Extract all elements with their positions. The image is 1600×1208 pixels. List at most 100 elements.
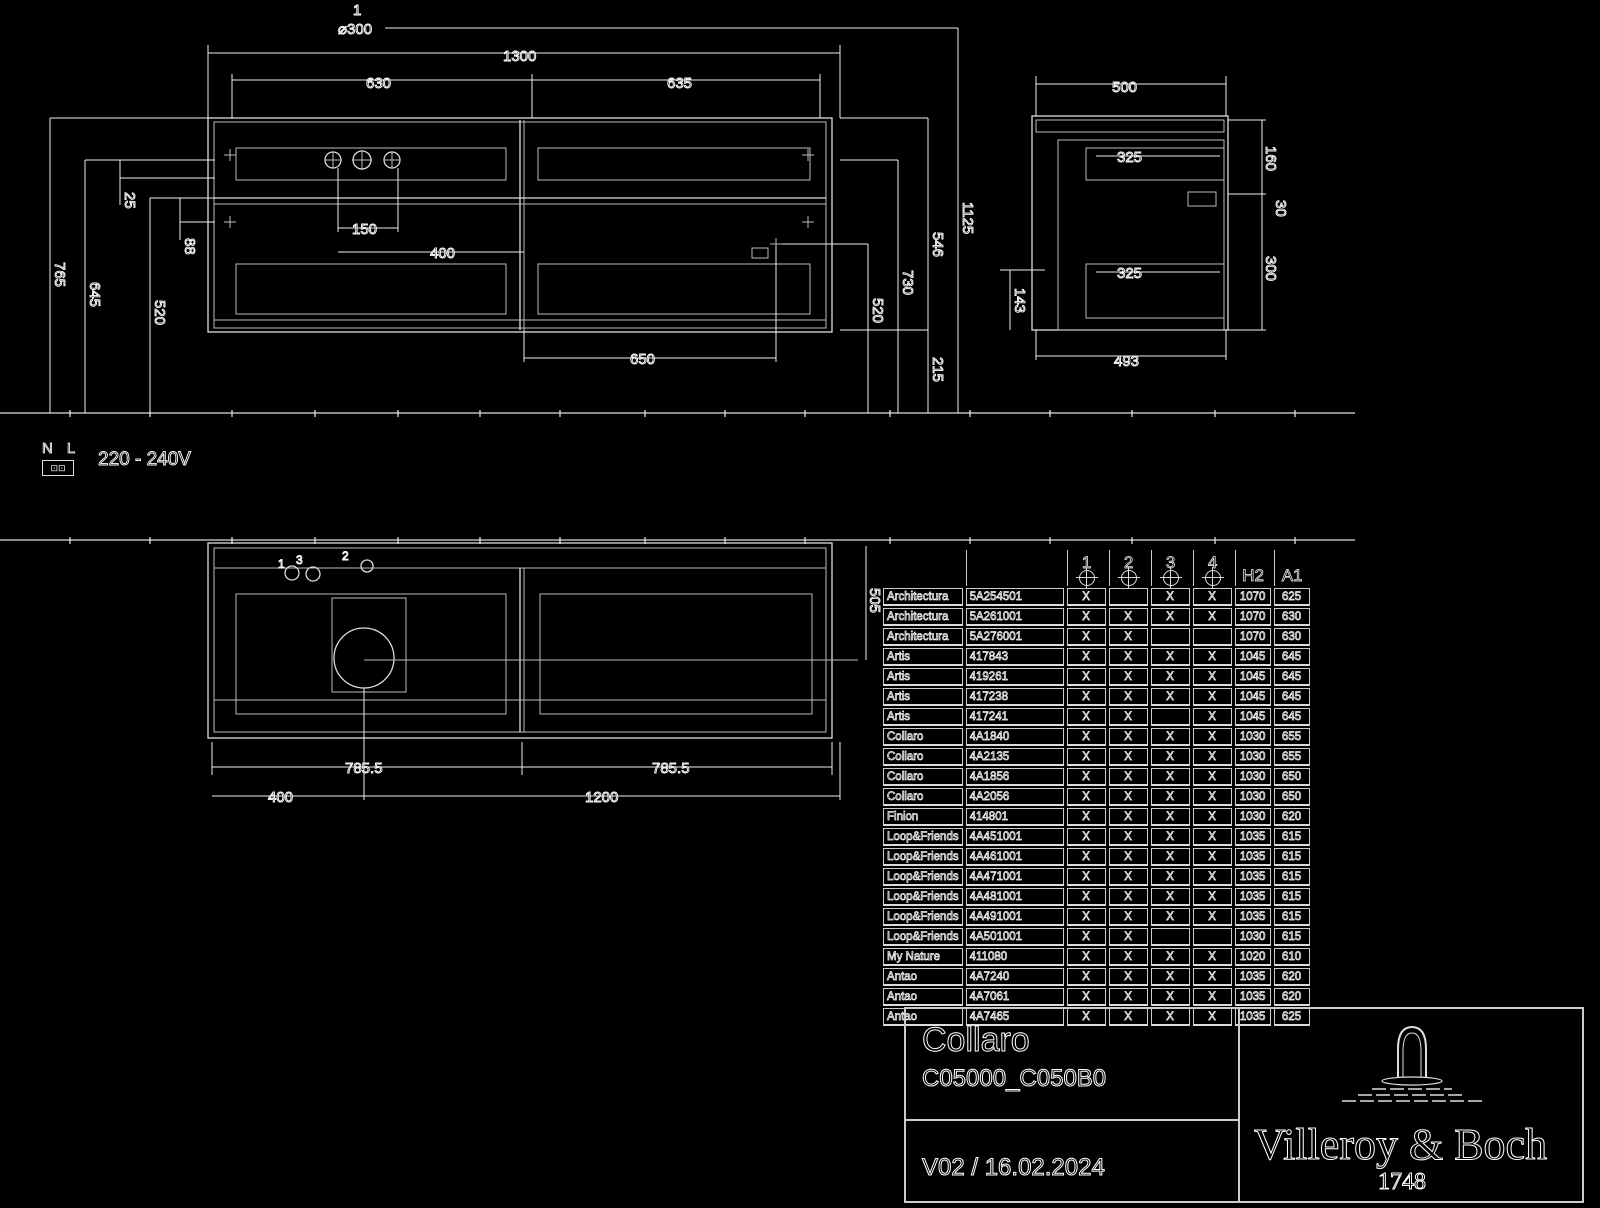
cell-c2: X — [1108, 668, 1148, 686]
cell-c3: X — [1150, 588, 1190, 606]
cell-c4: X — [1192, 808, 1232, 826]
cell-h2: 1030 — [1234, 808, 1271, 826]
cell-c2: X — [1108, 808, 1148, 826]
cell-h2: 1030 — [1234, 748, 1271, 766]
cell-code: 4A471001 — [965, 868, 1064, 886]
cell-code: 4A451001 — [965, 828, 1064, 846]
fountain-logo-icon — [1342, 1025, 1482, 1102]
floor-ticks — [69, 410, 1296, 544]
cell-a1: 650 — [1273, 788, 1310, 806]
cell-c1: X — [1066, 888, 1106, 906]
dim-left-mid: 645 — [86, 282, 103, 307]
cell-code: 417843 — [965, 648, 1064, 666]
brand-logo: Villeroy & Boch 1748 — [1238, 1009, 1582, 1201]
cell-c4: X — [1192, 588, 1232, 606]
cell-a1: 620 — [1273, 808, 1310, 826]
cell-a1: 610 — [1273, 948, 1310, 966]
plan-view-cabinet — [207, 542, 858, 739]
cell-c1: X — [1066, 908, 1106, 926]
brand-year: 1748 — [1378, 1169, 1427, 1196]
cell-c1: X — [1066, 828, 1106, 846]
cell-a1: 645 — [1273, 648, 1310, 666]
cell-a1: 615 — [1273, 928, 1310, 946]
cell-c4: X — [1192, 688, 1232, 706]
cell-name: Architectura — [883, 628, 963, 646]
cell-c1: X — [1066, 608, 1106, 626]
cell-c4: X — [1192, 748, 1232, 766]
cell-h2: 1035 — [1234, 868, 1271, 886]
tap-hole-icon — [1159, 567, 1182, 589]
dim-right-total: 1125 — [959, 202, 976, 234]
cell-h2: 1035 — [1234, 988, 1271, 1006]
cell-c4: X — [1192, 768, 1232, 786]
cell-c3 — [1150, 708, 1190, 726]
neutral-label: N — [42, 440, 67, 458]
version-date: V02 / 16.02.2024 — [922, 1154, 1106, 1182]
cell-code: 4A491001 — [965, 908, 1064, 926]
cell-name: Collaro — [883, 768, 963, 786]
cell-c2 — [1108, 588, 1148, 606]
cell-c4: X — [1192, 908, 1232, 926]
cell-c3: X — [1150, 988, 1190, 1006]
cell-a1: 615 — [1273, 868, 1310, 886]
socket-icon: ⊡⊡ — [42, 460, 74, 476]
plan-dim-depth: 505 — [866, 588, 883, 613]
cell-c2: X — [1108, 988, 1148, 1006]
table-header-row: 1 2 3 4 H2 A1 — [883, 550, 1310, 589]
dim-tap-diameter: ⌀300 — [338, 21, 372, 38]
cell-code: 5A261001 — [965, 608, 1064, 626]
cell-a1: 620 — [1273, 968, 1310, 986]
cell-c4: X — [1192, 668, 1232, 686]
cell-name: Loop&Friends — [883, 928, 963, 946]
cell-c4: X — [1192, 828, 1232, 846]
cell-c2: X — [1108, 648, 1148, 666]
cell-c3: X — [1150, 908, 1190, 926]
cell-c1: X — [1066, 928, 1106, 946]
cell-c3: X — [1150, 888, 1190, 906]
cell-name: Collaro — [883, 788, 963, 806]
cell-c1: X — [1066, 748, 1106, 766]
cell-c1: X — [1066, 768, 1106, 786]
cell-c3: X — [1150, 648, 1190, 666]
dim-small-a: 25 — [121, 192, 138, 209]
cell-a1: 615 — [1273, 848, 1310, 866]
neutral-live-labels: NL — [42, 440, 89, 458]
cell-a1: 645 — [1273, 668, 1310, 686]
cell-c1: X — [1066, 728, 1106, 746]
header-tap-2: 2 — [1108, 550, 1148, 589]
cell-c3: X — [1150, 728, 1190, 746]
plan-tap-label-1: 1 — [278, 557, 285, 571]
cell-c2: X — [1108, 768, 1148, 786]
cell-h2: 1030 — [1234, 768, 1271, 786]
plan-tap-label-3: 3 — [296, 553, 303, 567]
cell-h2: 1035 — [1234, 848, 1271, 866]
cell-code: 417238 — [965, 688, 1064, 706]
cell-a1: 650 — [1273, 768, 1310, 786]
cell-c2: X — [1108, 688, 1148, 706]
cell-a1: 645 — [1273, 708, 1310, 726]
cell-c3: X — [1150, 828, 1190, 846]
header-name — [883, 550, 963, 586]
dim-drawer-offset: 400 — [430, 245, 455, 262]
cell-a1: 645 — [1273, 688, 1310, 706]
cell-c2: X — [1108, 728, 1148, 746]
dim-right-offset: 650 — [630, 351, 655, 368]
cell-code: 4A461001 — [965, 848, 1064, 866]
dim-right-d: 215 — [929, 357, 946, 382]
header-tap-3: 3 — [1150, 550, 1190, 589]
cell-a1: 630 — [1273, 608, 1310, 626]
cell-h2: 1035 — [1234, 888, 1271, 906]
cell-c1: X — [1066, 648, 1106, 666]
cell-c3: X — [1150, 968, 1190, 986]
cell-c3: X — [1150, 668, 1190, 686]
